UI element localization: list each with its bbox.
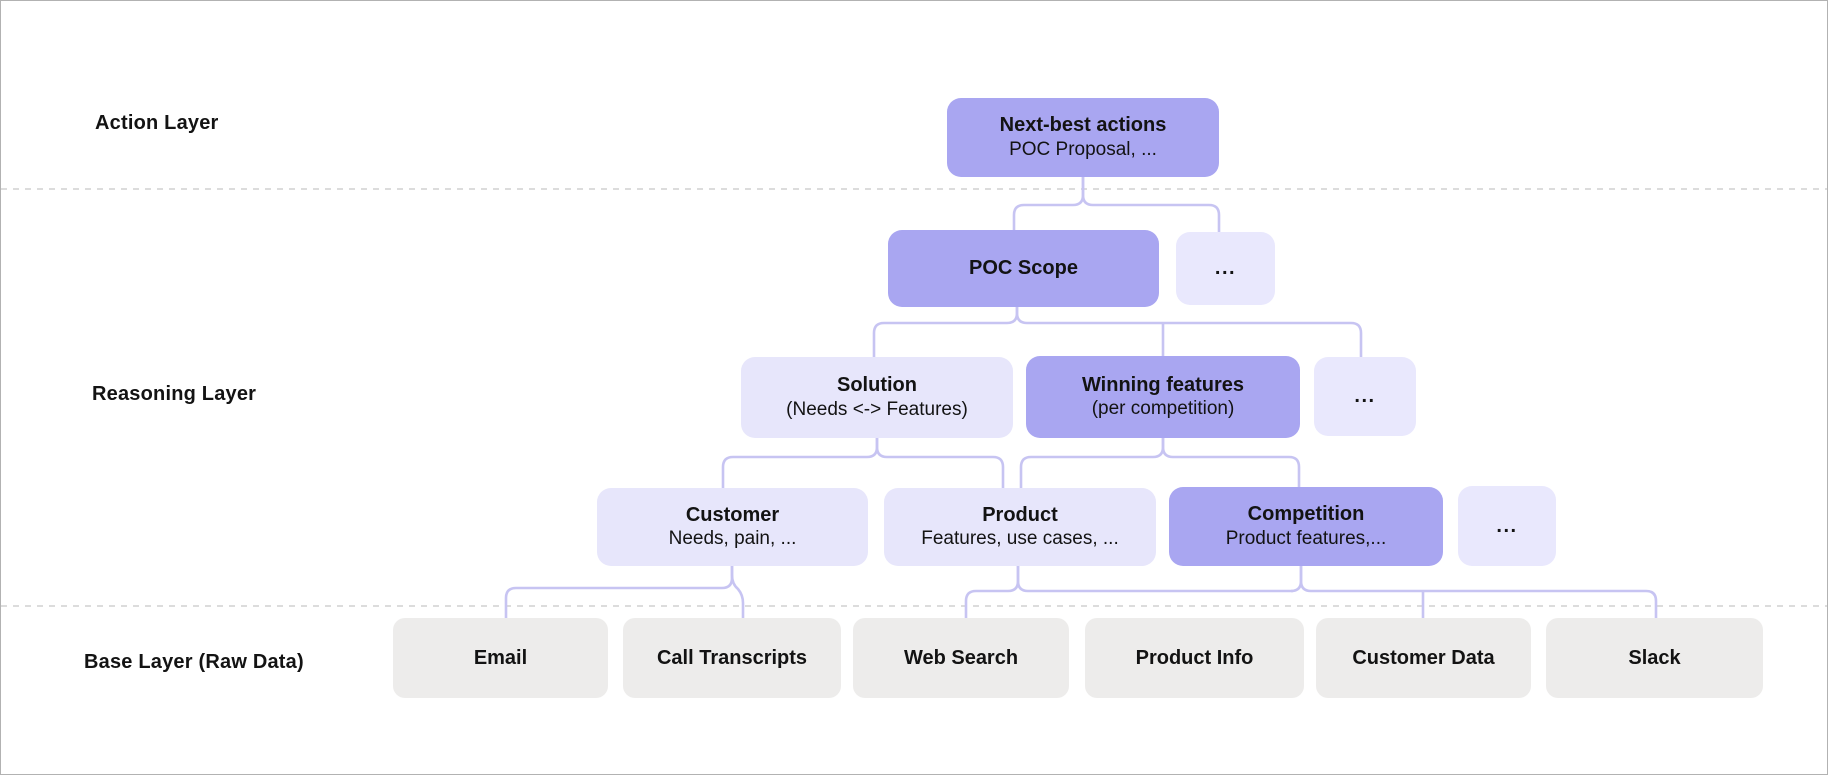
node-product: Product Features, use cases, ... — [884, 488, 1156, 566]
node-slack: Slack — [1546, 618, 1763, 698]
connector-winning-competition — [1161, 436, 1301, 489]
node-title: Winning features — [1081, 373, 1245, 396]
node-winning-features: Winning features (per competition) — [1026, 356, 1300, 438]
node-more-row4: ... — [1458, 486, 1556, 566]
node-customer: Customer Needs, pain, ... — [597, 488, 868, 566]
node-title: Customer Data — [1352, 646, 1495, 669]
node-title: Product — [982, 503, 1058, 526]
node-more-row2: ... — [1176, 232, 1275, 305]
node-subtitle: Features, use cases, ... — [921, 528, 1119, 550]
node-poc-scope: POC Scope — [888, 230, 1159, 307]
node-subtitle: Product features,... — [1225, 527, 1387, 549]
connector-customer-email — [504, 564, 734, 620]
node-email: Email — [393, 618, 608, 698]
node-title: Solution — [837, 374, 917, 397]
layer-divider-action-reasoning — [1, 188, 1827, 190]
connector-product-rail — [1016, 564, 1293, 593]
node-title: Next-best actions — [999, 114, 1167, 137]
node-subtitle: (per competition) — [1091, 398, 1235, 420]
node-title: ... — [1214, 257, 1237, 279]
node-subtitle: POC Proposal, ... — [1009, 138, 1157, 160]
node-title: ... — [1354, 385, 1376, 407]
connector-solution-customer — [721, 436, 879, 490]
layer-label-reasoning: Reasoning Layer — [92, 383, 257, 405]
node-call-transcripts: Call Transcripts — [623, 618, 841, 698]
node-title: Web Search — [903, 646, 1019, 669]
connector-nextbest-more2 — [1081, 175, 1221, 234]
connector-nextbest-pocscope — [1012, 175, 1085, 232]
node-web-search: Web Search — [853, 618, 1069, 698]
node-title: Slack — [1628, 646, 1681, 669]
node-more-row3: ... — [1314, 357, 1416, 436]
node-title: POC Scope — [969, 257, 1078, 280]
node-solution: Solution (Needs <-> Features) — [741, 357, 1013, 438]
node-customer-data: Customer Data — [1316, 618, 1531, 698]
node-next-best-actions: Next-best actions POC Proposal, ... — [947, 98, 1219, 177]
layer-label-action: Action Layer — [95, 112, 219, 134]
connector-customer-transcripts — [730, 564, 745, 620]
layer-divider-reasoning-base — [1, 605, 1827, 607]
node-title: Email — [473, 646, 528, 669]
connector-pocscope-solution — [872, 305, 1019, 359]
node-title: Customer — [685, 503, 780, 526]
node-title: Product Info — [1135, 646, 1254, 669]
connector-winning-product — [1019, 436, 1165, 490]
node-title: Call Transcripts — [656, 646, 808, 669]
connector-product-websearch — [964, 564, 1020, 620]
connector-pocscope-more3 — [1015, 305, 1363, 359]
connector-solution-product — [875, 436, 1005, 490]
node-subtitle: Needs, pain, ... — [668, 528, 797, 550]
layer-label-base: Base Layer (Raw Data) — [84, 651, 304, 673]
node-title: Competition — [1247, 503, 1365, 526]
connector-competition-slack — [1299, 564, 1658, 620]
node-competition: Competition Product features,... — [1169, 487, 1443, 566]
node-title: ... — [1496, 514, 1518, 537]
node-product-info: Product Info — [1085, 618, 1304, 698]
connector-competition-rail-left — [1290, 564, 1303, 593]
node-subtitle: (Needs <-> Features) — [786, 398, 968, 420]
